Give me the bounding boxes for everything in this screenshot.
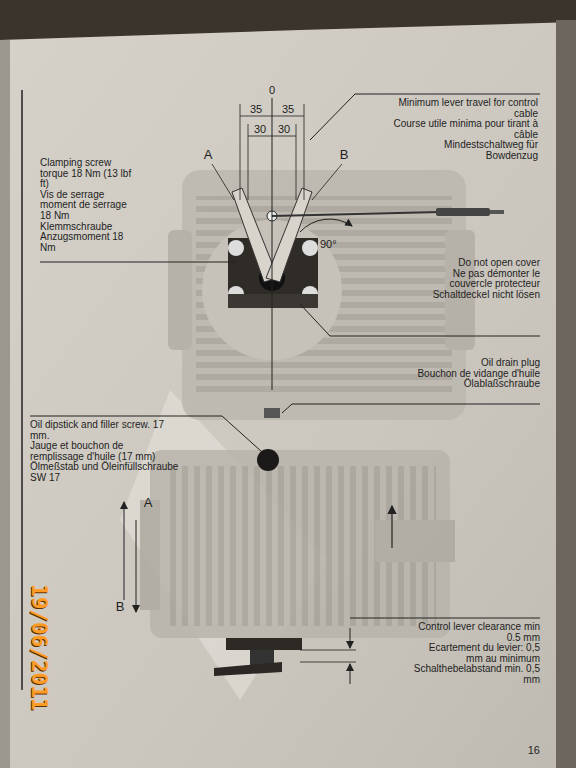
callout-text: Schalthebelabstand min. 0,5 mm [410, 664, 540, 685]
callout-text: Clamping screw torque 18 Nm (13 lbf ft) [40, 158, 136, 190]
text-group: Oil dipstick and filler screw. 17 mm.Jau… [30, 420, 180, 484]
text-group: A [140, 496, 156, 510]
text-group: B [336, 148, 352, 162]
angle-label: 90° [320, 238, 350, 250]
callout-text: Jauge et bouchon de remplissage d'huile … [30, 441, 180, 462]
direction-letter: B [112, 600, 128, 614]
callout-text: Do not open cover [428, 258, 540, 269]
dimension: 35 [276, 103, 300, 115]
text-group: 35 [244, 103, 268, 115]
callout-text: Bouchon de vidange d'huile [410, 369, 540, 380]
callout-text: Schaltdeckel nicht lösen [428, 290, 540, 301]
callout-text: Oil dipstick and filler screw. 17 mm. [30, 420, 180, 441]
text-group: Do not open coverNe pas démonter le couv… [428, 258, 540, 300]
position-letter: B [336, 148, 352, 162]
dimension-zero: 0 [262, 84, 282, 96]
text-group: Oil drain plugBouchon de vidange d'huile… [410, 358, 540, 390]
callout-text: Oil drain plug [410, 358, 540, 369]
callout-text: Ne pas démonter le couvercle protecteur [428, 269, 540, 290]
page-number: 16 [516, 744, 540, 756]
text-group: Minimum lever travel for control cableCo… [392, 98, 538, 162]
callout-text: Control lever clearance min 0.5 mm [410, 622, 540, 643]
callout-text: Minimum lever travel for control cable [392, 98, 538, 119]
callout-text: Vis de serrage moment de serrage 18 Nm [40, 190, 136, 222]
date-stamp: 19/06/2011 [28, 584, 50, 710]
text-group: B [112, 600, 128, 614]
callout-text: Ölablaßschraube [410, 379, 540, 390]
dimension: 30 [248, 123, 272, 135]
callout-text: Course utile minima pour tirant à câble [392, 119, 538, 140]
text-group: Clamping screw torque 18 Nm (13 lbf ft)V… [40, 158, 136, 253]
text-group: A [200, 148, 216, 162]
callout-text: Mindestschaltweg für Bowdenzug [392, 140, 538, 161]
text-group: 16 [516, 744, 540, 756]
text-group: Control lever clearance min 0.5 mmEcarte… [410, 622, 540, 686]
position-letter: A [200, 148, 216, 162]
direction-letter: A [140, 496, 156, 510]
text-group: 35 [276, 103, 300, 115]
dimension: 35 [244, 103, 268, 115]
dimension: 30 [272, 123, 296, 135]
text-group: 30 [272, 123, 296, 135]
callout-text: Ecartement du levier: 0,5 mm au minimum [410, 643, 540, 664]
text-group: 90° [320, 238, 350, 250]
callout-text: Klemmschraube Anzugsmoment 18 Nm [40, 222, 136, 254]
callout-text: Ölmeßstab und Öleinfüllschraube SW 17 [30, 462, 180, 483]
text-group: 30 [248, 123, 272, 135]
text-group: 0 [262, 84, 282, 96]
